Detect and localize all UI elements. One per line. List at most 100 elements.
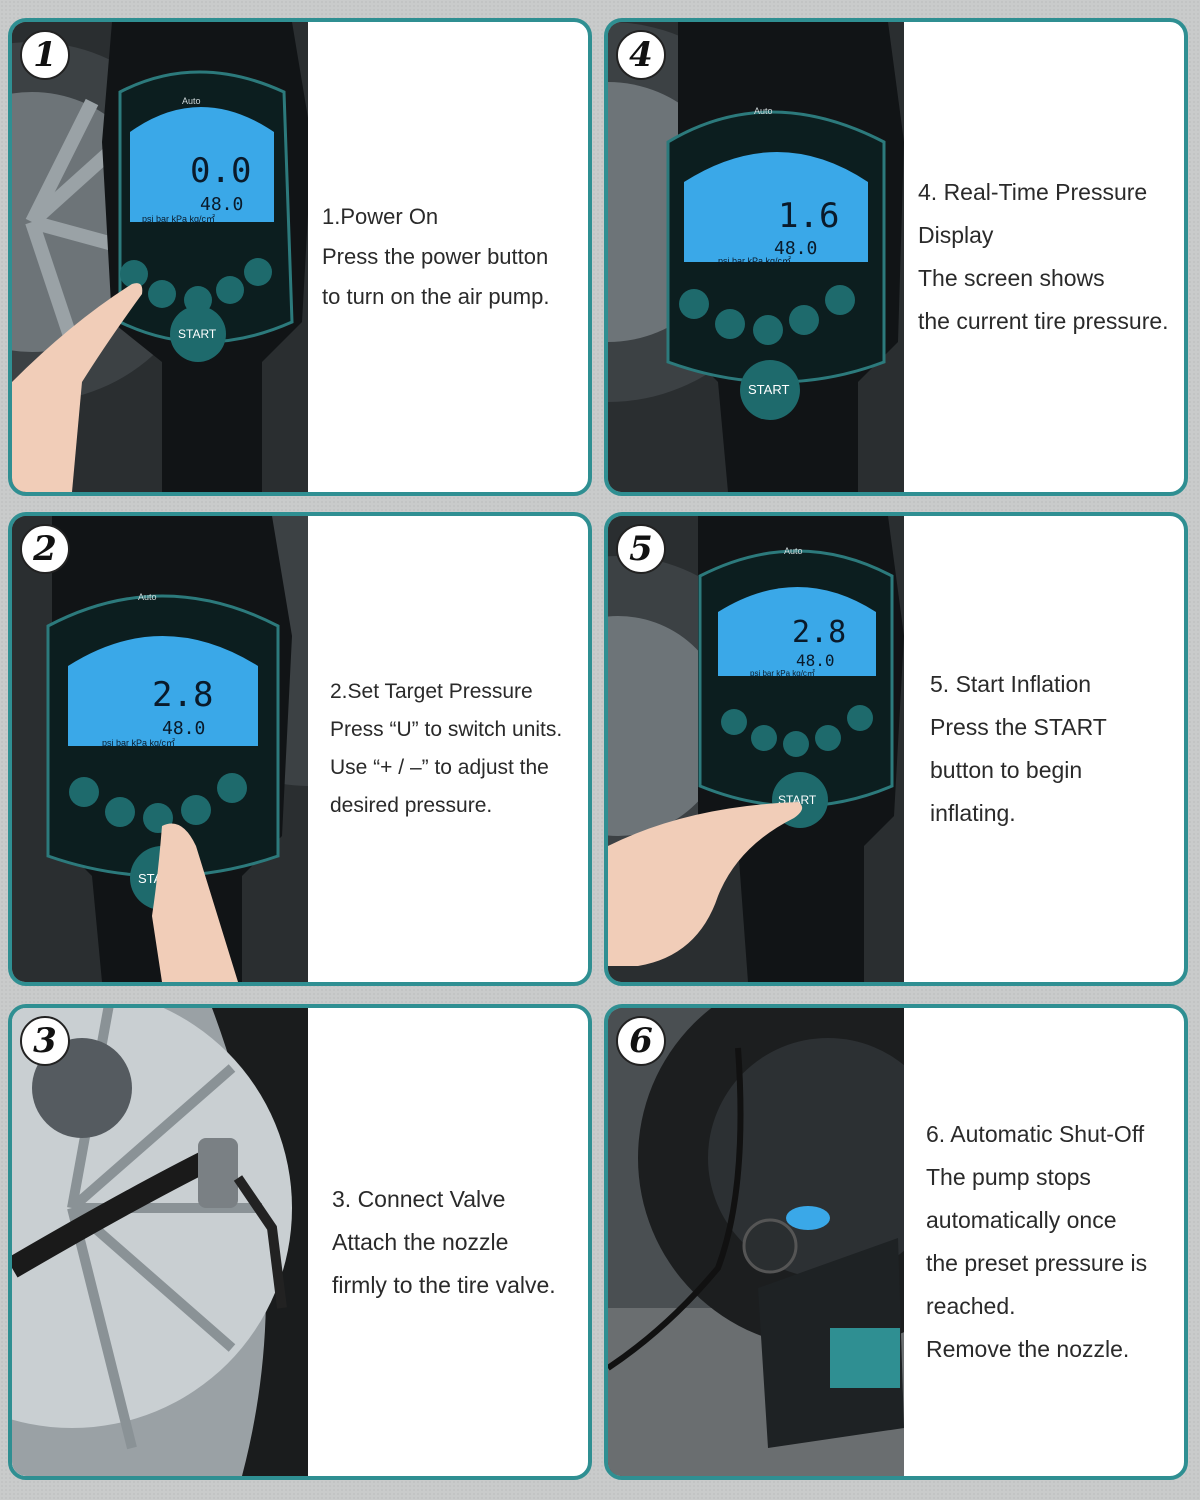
step-line: button to begin	[930, 757, 1083, 783]
mode-button[interactable]	[825, 285, 855, 315]
step-photo-2: 2.8 48.0 psi bar kPa kg/c㎡ Auto START 2	[12, 516, 308, 982]
start-button[interactable]	[170, 306, 226, 362]
step-text-5: 5. Start Inflation Press the START butto…	[930, 516, 1184, 982]
step-line: Attach the nozzle	[332, 1228, 509, 1255]
lcd-units: psi bar kPa kg/c㎡	[142, 214, 215, 224]
step-line: Remove the nozzle.	[926, 1336, 1130, 1362]
step-line: Display	[918, 222, 994, 248]
step-title: 2.Set Target Pressure	[330, 680, 533, 703]
step-title: 4. Real-Time Pressure	[918, 179, 1148, 205]
step-card-1: 0.0 48.0 psi bar kPa kg/c㎡ Auto START 1 …	[8, 18, 592, 496]
step-line: Press the START	[930, 714, 1107, 740]
step-number-badge: 3	[20, 1016, 70, 1066]
plus-button[interactable]	[148, 280, 176, 308]
pump-lcd	[786, 1206, 830, 1230]
pump-illustration: 2.8 48.0 psi bar kPa kg/c㎡ Auto START	[12, 516, 308, 982]
step-line: Press the power button	[322, 244, 549, 269]
auto-label: Auto	[784, 546, 803, 556]
lcd-units: psi bar kPa kg/c㎡	[718, 256, 791, 266]
step-line: The pump stops	[926, 1164, 1091, 1190]
step-number-badge: 6	[616, 1016, 666, 1066]
mode-button[interactable]	[244, 258, 272, 286]
start-label: START	[178, 327, 217, 341]
air-hose	[12, 1148, 217, 1278]
step-number-badge: 5	[616, 524, 666, 574]
finger-hand	[608, 802, 803, 966]
step-title: 3. Connect Valve	[332, 1185, 506, 1212]
plus-button[interactable]	[105, 797, 135, 827]
lcd-sub-value: 48.0	[796, 651, 835, 670]
step-text-1: 1.Power On Press the power button to tur…	[322, 22, 588, 492]
flashlight	[742, 1218, 798, 1274]
minus-button[interactable]	[181, 795, 211, 825]
lcd-sub-value: 48.0	[774, 238, 817, 259]
power-button[interactable]	[721, 709, 747, 735]
step-photo-5: 2.8 48.0 psi bar kPa kg/c㎡ Auto START 5	[608, 516, 904, 982]
unit-button[interactable]	[783, 731, 809, 757]
air-hose	[608, 1047, 744, 1371]
step-line: desired pressure.	[330, 794, 493, 817]
lcd-sub-value: 48.0	[162, 718, 205, 739]
minus-button[interactable]	[815, 725, 841, 751]
step-photo-3: 3	[12, 1008, 308, 1476]
step-number-badge: 4	[616, 30, 666, 80]
step-number-badge: 1	[20, 30, 70, 80]
finger-hand	[12, 283, 143, 492]
valve-chuck	[198, 1138, 238, 1208]
step-line: to turn on the air pump.	[322, 284, 550, 309]
step-line: Press “U” to switch units.	[330, 718, 563, 741]
step-photo-4: 1.6 48.0 psi bar kPa kg/c㎡ Auto START 4	[608, 22, 904, 492]
power-button[interactable]	[69, 777, 99, 807]
pump-illustration: 0.0 48.0 psi bar kPa kg/c㎡ Auto START	[12, 22, 308, 492]
finger-hand	[152, 823, 238, 982]
step-text-2: 2.Set Target Pressure Press “U” to switc…	[330, 516, 588, 982]
auto-label: Auto	[138, 592, 157, 602]
auto-label: Auto	[182, 96, 201, 106]
lcd-main-value: 0.0	[190, 151, 251, 191]
step-title: 1.Power On	[322, 204, 439, 229]
pump-illustration: 2.8 48.0 psi bar kPa kg/c㎡ Auto START	[608, 516, 904, 982]
step-card-5: 2.8 48.0 psi bar kPa kg/c㎡ Auto START 5 …	[604, 512, 1188, 986]
power-button[interactable]	[120, 260, 148, 288]
wheel-center-cap	[32, 1038, 132, 1138]
minus-button[interactable]	[789, 305, 819, 335]
step-card-2: 2.8 48.0 psi bar kPa kg/c㎡ Auto START 2 …	[8, 512, 592, 986]
step-title: 6. Automatic Shut-Off	[926, 1121, 1145, 1147]
lcd-main-value: 2.8	[152, 675, 213, 715]
lcd-units: psi bar kPa kg/c㎡	[750, 669, 815, 678]
plus-button[interactable]	[715, 309, 745, 339]
step-title: 5. Start Inflation	[930, 671, 1092, 697]
step-line: firmly to the tire valve.	[332, 1271, 556, 1298]
step-line: the preset pressure is	[926, 1250, 1148, 1276]
lcd-sub-value: 48.0	[200, 194, 243, 215]
step-photo-1: 0.0 48.0 psi bar kPa kg/c㎡ Auto START 1	[12, 22, 308, 492]
step-card-6: 6 6. Automatic Shut-Off The pump stops a…	[604, 1004, 1188, 1480]
start-button[interactable]	[740, 360, 800, 420]
step-line: the current tire pressure.	[918, 308, 1169, 334]
step-line: Use “+ / –” to adjust the	[330, 756, 549, 779]
step-line: automatically once	[926, 1207, 1117, 1233]
pump-illustration: 1.6 48.0 psi bar kPa kg/c㎡ Auto START	[608, 22, 904, 492]
mode-button[interactable]	[217, 773, 247, 803]
step-text-3: 3. Connect Valve Attach the nozzle firml…	[332, 1008, 588, 1476]
pump-label-panel	[830, 1328, 900, 1388]
step-text-4: 4. Real-Time Pressure Display The screen…	[918, 22, 1184, 492]
step-text-6: 6. Automatic Shut-Off The pump stops aut…	[926, 1008, 1184, 1476]
valve-illustration	[12, 1008, 308, 1476]
step-line: The screen shows	[918, 265, 1105, 291]
power-button[interactable]	[679, 289, 709, 319]
step-line: reached.	[926, 1293, 1016, 1319]
lcd-units: psi bar kPa kg/c㎡	[102, 738, 175, 748]
step-line: inflating.	[930, 800, 1016, 826]
lcd-main-value: 1.6	[778, 196, 839, 236]
plus-button[interactable]	[751, 725, 777, 751]
unit-button[interactable]	[753, 315, 783, 345]
pump-on-ground-illustration	[608, 1008, 904, 1476]
step-card-3: 3 3. Connect Valve Attach the nozzle fir…	[8, 1004, 592, 1480]
auto-label: Auto	[754, 106, 773, 116]
minus-button[interactable]	[216, 276, 244, 304]
start-label: START	[748, 382, 789, 397]
step-card-4: 1.6 48.0 psi bar kPa kg/c㎡ Auto START 4 …	[604, 18, 1188, 496]
mode-button[interactable]	[847, 705, 873, 731]
lcd-main-value: 2.8	[792, 615, 846, 650]
